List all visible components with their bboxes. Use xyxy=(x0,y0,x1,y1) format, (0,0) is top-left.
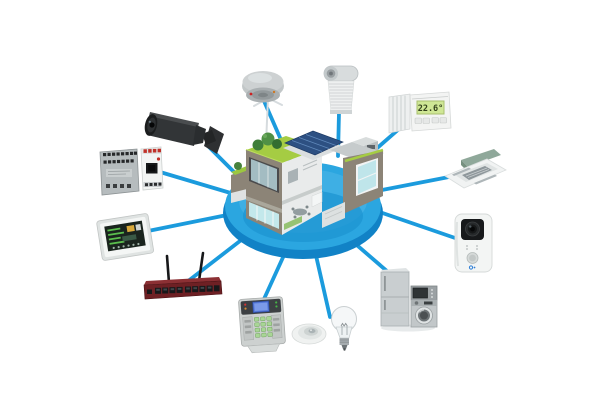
light-bulb-icon xyxy=(331,306,357,351)
ceiling-ac-icon xyxy=(444,149,507,189)
ceiling-light-lens xyxy=(308,328,316,334)
thermostat-lcd xyxy=(416,100,445,115)
smart-house-hub xyxy=(223,80,384,259)
shutter-curtain xyxy=(327,80,355,113)
radiator xyxy=(388,93,411,134)
video-doorbell-icon xyxy=(454,213,493,273)
smart-house xyxy=(231,130,384,235)
thermostat-icon: 22.6° xyxy=(388,91,452,134)
connection-doorbell xyxy=(366,206,460,241)
keypad-keys xyxy=(253,316,273,338)
doorbell-speaker xyxy=(466,245,478,250)
smoke-detector-icon xyxy=(242,71,284,103)
router-antenna-right xyxy=(197,251,205,283)
camera-body xyxy=(147,114,198,146)
roller-shutter-icon xyxy=(323,65,359,114)
touch-panel-icon xyxy=(96,213,154,261)
alarm-keypad-icon xyxy=(238,296,286,354)
thermostat-reading: 22.6° xyxy=(418,104,444,114)
connection-din-modules xyxy=(158,170,236,196)
ceiling-light-icon xyxy=(291,323,327,345)
smoke-detector-led xyxy=(249,92,253,96)
router-icon xyxy=(143,251,223,300)
router-ports xyxy=(155,285,220,294)
ac-grille xyxy=(462,166,492,180)
bulb-base xyxy=(339,338,349,345)
router-body xyxy=(143,280,223,300)
thermostat-buttons xyxy=(414,117,447,124)
din-modules-icon xyxy=(99,146,164,196)
router-antenna-left xyxy=(165,254,171,285)
connection-ceiling-ac xyxy=(370,175,451,194)
appliances-icon xyxy=(380,268,438,332)
security-camera-icon xyxy=(144,112,224,154)
